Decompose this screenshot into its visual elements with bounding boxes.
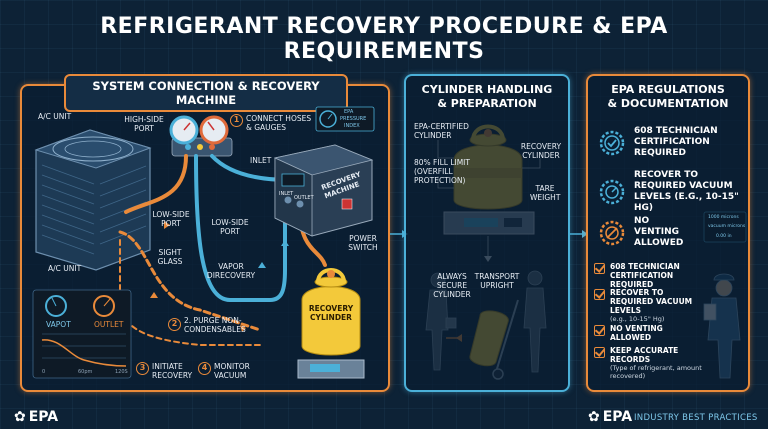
label-transport-upright: TRANSPORT UPRIGHT xyxy=(474,272,520,290)
checklist-item-vacuum-sub: (e.g., 10-15" Hg) xyxy=(610,315,665,323)
system-panel-header: SYSTEM CONNECTION & RECOVERY MACHINE xyxy=(64,74,348,112)
checklist-item-records: KEEP ACCURATE RECORDS (Type of refrigera… xyxy=(594,346,704,380)
vacuum-gear-icon xyxy=(599,179,625,205)
step-3-label: INITIATE RECOVERY xyxy=(152,362,193,380)
small-gauge-line1: 1000 microns xyxy=(708,215,739,220)
epa-regulations-panel xyxy=(586,74,750,392)
epa-item-certification-text: 608 TECHNICIAN CERTIFICATION REQUIRED xyxy=(634,126,718,158)
recovery-machine-illustration xyxy=(273,144,374,237)
step-3-badge: 3 xyxy=(136,362,149,375)
epa-item-vacuum-text: RECOVER TO REQUIRED VACUUM LEVELS (e.g.,… xyxy=(634,170,739,213)
small-gauge-line3: 0.00 in xyxy=(716,234,732,239)
epa-item-certification: 608 TECHNICIAN CERTIFICATION REQUIRED xyxy=(598,126,748,159)
epa-item-no-venting-text: NO VENTING ALLOWED xyxy=(634,216,684,248)
small-gauge-line2: vacuum microns xyxy=(708,224,746,229)
step-1-badge: 1 xyxy=(230,114,243,127)
vacuum-mini-chart xyxy=(32,289,132,379)
label-low-side-port-2: LOW-SIDE PORT xyxy=(211,218,249,236)
label-inlet: INLET xyxy=(250,156,272,165)
label-chart-x0: 0 xyxy=(42,369,46,375)
high-side-hose xyxy=(124,154,188,214)
epa-item-no-venting: NO VENTING ALLOWED xyxy=(598,216,748,249)
label-low-side-port: LOW-SIDE PORT xyxy=(152,210,190,228)
pressure-gauge-box xyxy=(315,106,375,132)
checklist-item-vacuum: RECOVER TO REQUIRED VACUUM LEVELS (e.g.,… xyxy=(594,288,704,323)
label-always-secure: ALWAYS SECURE CYLINDER xyxy=(433,272,471,299)
page-title: REFRIGERANT RECOVERY PROCEDURE & EPA REQ… xyxy=(100,14,668,64)
label-epa-certified-cylinder: EPA-CERTIFIED CYLINDER xyxy=(414,122,469,140)
label-outlet-gauge: OUTLET xyxy=(94,320,124,329)
label-high-side-port: HIGH-SIDE PORT xyxy=(124,115,164,133)
epa-flower-icon: ✿ xyxy=(14,409,26,425)
epa-header-line1: EPA REGULATIONS xyxy=(611,83,725,96)
label-gauge-panel-a: EPA xyxy=(344,109,354,115)
step-2-badge: 2 xyxy=(168,318,181,331)
cylinder-header-line2: & PREPARATION xyxy=(437,97,537,110)
label-ac-unit-top: A/C UNIT xyxy=(38,112,72,121)
checklist-item-records-text: KEEP ACCURATE RECORDS xyxy=(610,346,679,364)
checklist-item-no-venting: NO VENTING ALLOWED xyxy=(594,324,704,342)
checklist-item-no-venting-text: NO VENTING ALLOWED xyxy=(610,324,663,342)
checkbox-icon xyxy=(594,325,605,336)
epa-header-line2: & DOCUMENTATION xyxy=(607,97,729,110)
label-chart-x1: 60pm xyxy=(78,369,93,375)
step-1-label: CONNECT HOSES & GAUGES xyxy=(246,114,312,132)
checklist-item-certification-text: 608 TECHNICIAN CERTIFICATION REQUIRED xyxy=(610,262,680,289)
checklist-item-certification: 608 TECHNICIAN CERTIFICATION REQUIRED xyxy=(594,262,704,289)
gauge-manifold-illustration xyxy=(169,115,233,157)
cylinder-header-line1: CYLINDER HANDLING xyxy=(421,83,553,96)
epa-panel-header: EPA REGULATIONS & DOCUMENTATION xyxy=(596,80,740,114)
label-gauge-panel-c: INDEX xyxy=(344,123,360,129)
label-ac-unit-bottom: A/C UNIT xyxy=(48,264,82,273)
no-venting-icon xyxy=(599,220,625,245)
epa-flower-icon: ✿ xyxy=(588,409,600,425)
cylinder-handling-panel xyxy=(404,74,570,392)
label-machine-inlet: INLET xyxy=(279,191,294,197)
footer-tagline: INDUSTRY BEST PRACTICES xyxy=(634,413,758,423)
epa-logo-left: ✿ EPA xyxy=(14,409,58,425)
certificate-gear-icon xyxy=(599,130,625,155)
flow-path-orange xyxy=(118,230,262,332)
epa-logo-left-text: EPA xyxy=(28,409,59,425)
step-4-label: MONITOR VACUUM xyxy=(214,362,250,380)
label-recovery-cylinder-2: RECOVERY CYLINDER xyxy=(520,142,562,160)
step-4-badge: 4 xyxy=(198,362,211,375)
label-vapor-gauge: VAPOT xyxy=(46,320,71,329)
label-machine-outlet: OUTLET xyxy=(294,195,314,201)
ac-unit-illustration xyxy=(34,129,152,271)
step-2-label: 2. PURGE NON-CONDENSABLES xyxy=(184,316,246,334)
checklist-item-records-sub: (Type of refrigerant, amount recovered) xyxy=(610,364,702,380)
recovery-cylinder-illustration xyxy=(297,268,365,379)
label-sight-glass: SIGHT GLASS xyxy=(157,248,183,266)
checkbox-icon xyxy=(594,347,605,358)
label-recovery-cylinder: RECOVERY CYLINDER xyxy=(308,304,354,322)
label-tare-weight: TARE WEIGHT xyxy=(530,184,561,202)
label-power-switch: POWER SWITCH xyxy=(348,234,378,252)
label-gauge-panel-b: PRESSURE xyxy=(340,116,367,122)
label-chart-x2: 120S xyxy=(115,369,128,375)
checkbox-icon xyxy=(594,289,605,300)
label-vapor-recovery: VAPOR DIRECOVERY xyxy=(206,262,256,280)
epa-logo-right-text: EPA xyxy=(602,409,633,425)
epa-logo-right: ✿ EPA xyxy=(588,409,632,425)
label-fill-limit: 80% FILL LIMIT (OVERFILL PROTECTION) xyxy=(414,158,470,185)
checklist-item-vacuum-text: RECOVER TO REQUIRED VACUUM LEVELS xyxy=(610,288,693,315)
cylinder-panel-header: CYLINDER HANDLING & PREPARATION xyxy=(414,80,560,114)
checkbox-icon xyxy=(594,263,605,274)
epa-item-vacuum: RECOVER TO REQUIRED VACUUM LEVELS (e.g.,… xyxy=(598,170,748,214)
low-side-hose xyxy=(194,154,287,302)
